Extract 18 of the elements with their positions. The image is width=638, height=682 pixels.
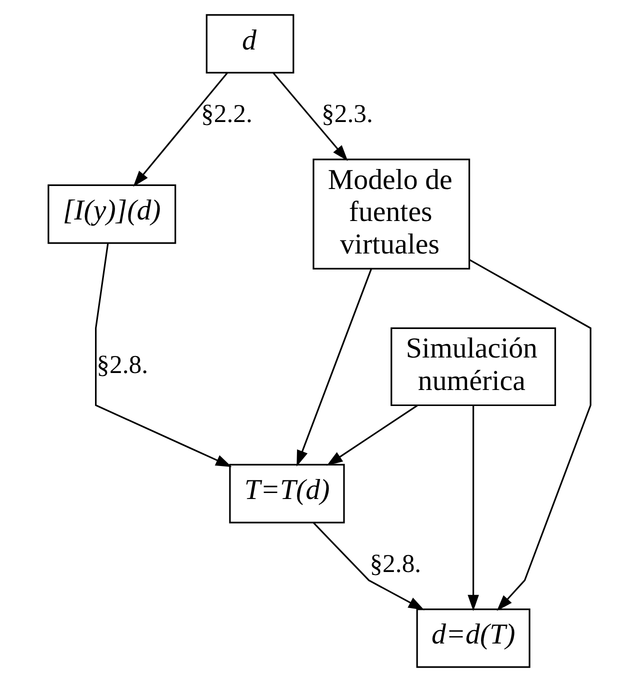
- arrow: [296, 268, 372, 466]
- node-box: T=T(d): [228, 464, 344, 524]
- node-box: [I(y)](d): [47, 184, 176, 244]
- node-box: Simulación numérica: [390, 327, 556, 406]
- arrow: [467, 406, 478, 611]
- arrow: [272, 72, 348, 162]
- arrow: [312, 522, 424, 610]
- arrow: [132, 72, 228, 187]
- arrow: [326, 404, 418, 466]
- arrow: [468, 259, 591, 611]
- node-box: Modelo de fuentes virtuales: [312, 158, 470, 270]
- arrow: [94, 243, 232, 467]
- edge-label: §2.8.: [96, 350, 148, 379]
- edge-label: §2.2.: [200, 99, 252, 128]
- node-box: d: [205, 14, 294, 74]
- node-box: d=d(T): [416, 608, 530, 668]
- edge-label: §2.3.: [321, 99, 372, 128]
- edge-label: §2.8.: [369, 548, 421, 578]
